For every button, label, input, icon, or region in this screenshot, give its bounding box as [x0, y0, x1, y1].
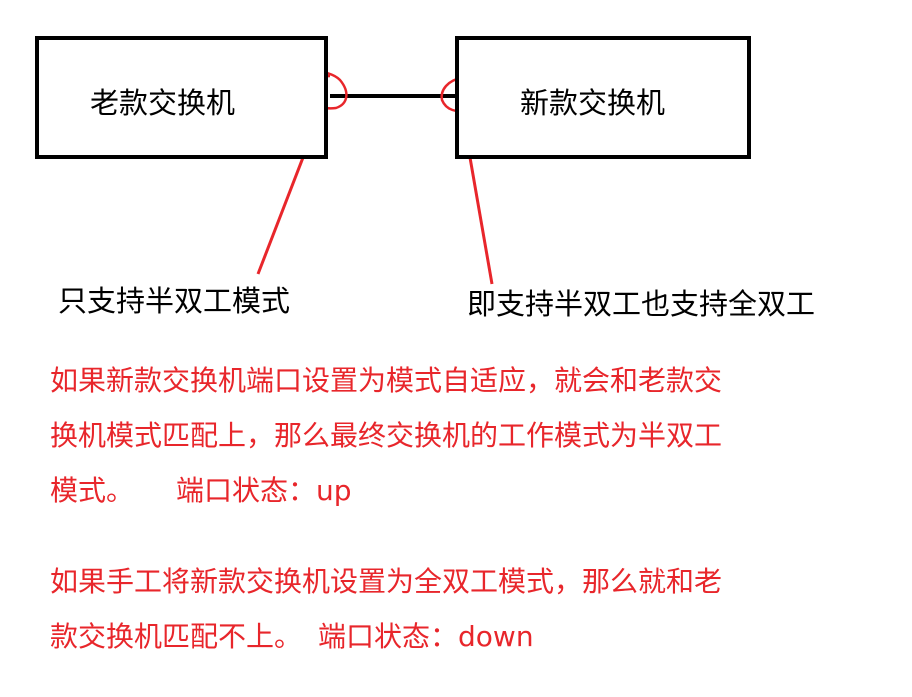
port-status-down: 端口状态：down — [318, 620, 534, 653]
old-switch-capability-caption: 只支持半双工模式 — [58, 284, 291, 318]
note-line: 换机模式匹配上，那么最终交换机的工作模式为半双工 — [50, 419, 723, 452]
note-line: 如果手工将新款交换机设置为全双工模式，那么就和老 — [50, 565, 723, 598]
note-line-text: 模式。 — [50, 474, 135, 507]
port-status-up: 端口状态：up — [176, 474, 352, 507]
auto-negotiation-note: 如果新款交换机端口设置为模式自适应，就会和老款交 换机模式匹配上，那么最终交换机… — [50, 353, 790, 518]
new-switch-box: 新款交换机 — [455, 36, 751, 159]
note-line-text: 款交换机匹配不上。 — [50, 620, 303, 653]
note-line: 模式。 端口状态：up — [50, 463, 790, 518]
new-switch-capability-caption: 即支持半双工也支持全双工 — [467, 287, 816, 321]
new-switch-label: 新款交换机 — [520, 86, 666, 120]
note-line: 如果新款交换机端口设置为模式自适应，就会和老款交 — [50, 364, 723, 397]
old-switch-box: 老款交换机 — [35, 36, 328, 159]
note-line: 款交换机匹配不上。端口状态：down — [50, 609, 790, 664]
full-duplex-note: 如果手工将新款交换机设置为全双工模式，那么就和老 款交换机匹配不上。端口状态：d… — [50, 554, 790, 664]
old-switch-label: 老款交换机 — [90, 86, 236, 120]
